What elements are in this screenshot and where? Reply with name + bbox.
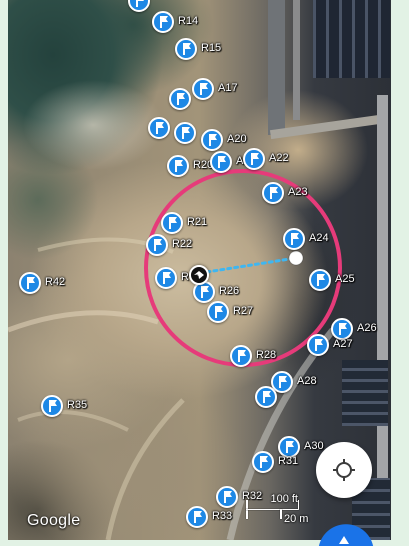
marker-label: R31 xyxy=(278,455,299,467)
marker-label: A26 xyxy=(357,322,377,334)
scale-label-metric: 20 m xyxy=(284,513,309,525)
marker-label: R14 xyxy=(178,15,199,27)
marker-label: R42 xyxy=(45,276,66,288)
flag-icon xyxy=(19,272,41,294)
flag-icon xyxy=(192,78,214,100)
flag-icon xyxy=(186,506,208,528)
marker-label: A23 xyxy=(288,186,308,198)
directions-icon xyxy=(339,536,349,544)
building-block xyxy=(313,0,390,78)
flag-icon xyxy=(255,386,277,408)
marker-label: A28 xyxy=(297,375,317,387)
flag-icon xyxy=(167,155,189,177)
scale-label-imperial: 100 ft xyxy=(270,493,298,505)
my-location-button[interactable] xyxy=(316,442,372,498)
flag-icon xyxy=(148,117,170,139)
flag-icon xyxy=(283,228,305,250)
google-logo: Google xyxy=(27,512,81,529)
flag-icon xyxy=(169,88,191,110)
flag-icon xyxy=(175,38,197,60)
flag-icon xyxy=(243,148,265,170)
marker-label: A22 xyxy=(269,152,289,164)
flag-icon xyxy=(307,334,329,356)
crosshair-icon xyxy=(333,459,355,481)
flag-icon xyxy=(252,451,274,473)
navigation-arrow-icon xyxy=(189,265,209,285)
scale-tick xyxy=(297,500,299,509)
marker-label: A30 xyxy=(304,440,324,452)
marker-label: A25 xyxy=(335,273,355,285)
flag-icon xyxy=(41,395,63,417)
flag-icon xyxy=(152,11,174,33)
road-segment xyxy=(377,95,388,540)
marker-label: R27 xyxy=(233,305,254,317)
rooftop-structure xyxy=(268,0,285,135)
flag-icon xyxy=(207,301,229,323)
marker-label: R20 xyxy=(193,159,214,171)
flag-icon xyxy=(193,281,215,303)
flag-icon xyxy=(271,371,293,393)
marker-label: A27 xyxy=(333,338,353,350)
flag-icon xyxy=(174,122,196,144)
marker-label: R28 xyxy=(256,349,277,361)
flag-icon xyxy=(216,486,238,508)
marker-label: R32 xyxy=(242,490,263,502)
building-block xyxy=(342,360,388,426)
flag-icon xyxy=(210,151,232,173)
flag-icon xyxy=(161,212,183,234)
scale-line xyxy=(246,508,299,510)
marker-label: R33 xyxy=(212,510,233,522)
marker-label: A17 xyxy=(218,82,238,94)
flag-icon xyxy=(146,234,168,256)
flag-icon xyxy=(230,345,252,367)
marker-label: R35 xyxy=(67,399,88,411)
flag-icon xyxy=(262,182,284,204)
flag-icon xyxy=(331,318,353,340)
flag-icon xyxy=(155,267,177,289)
flag-icon xyxy=(278,436,300,458)
flag-icon xyxy=(309,269,331,291)
marker-label: R xyxy=(181,271,189,283)
marker-label: R22 xyxy=(172,238,193,250)
marker-label: R26 xyxy=(219,285,240,297)
marker-label: A24 xyxy=(309,232,329,244)
road-segment xyxy=(269,113,389,140)
rooftop-structure xyxy=(293,0,300,120)
flag-icon xyxy=(201,129,223,151)
scale-tick xyxy=(280,509,282,519)
directions-fab[interactable] xyxy=(318,524,374,546)
marker-label: R21 xyxy=(187,216,208,228)
marker-label: R15 xyxy=(201,42,222,54)
marker-label: A20 xyxy=(227,133,247,145)
